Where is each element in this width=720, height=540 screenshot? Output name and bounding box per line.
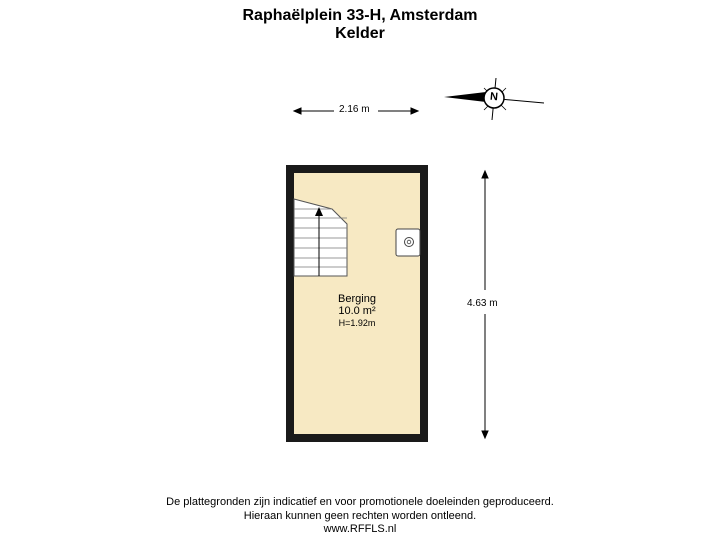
compass-rose-icon (444, 77, 545, 121)
floor-title: Kelder (335, 25, 385, 42)
height-label: 4.63 m (465, 298, 500, 309)
width-dimension-line (292, 107, 420, 115)
width-label: 2.16 m (337, 104, 372, 115)
room-ceiling-height: H=1.92m (338, 318, 376, 328)
disclaimer-line-1: De plattegronden zijn indicatief en voor… (166, 496, 554, 508)
wall-fixture-icon (395, 228, 421, 257)
website-link[interactable]: www.RFFLS.nl (323, 523, 397, 535)
staircase (293, 198, 348, 277)
room-name: Berging (338, 293, 376, 305)
room-area: 10.0 m² (338, 305, 376, 317)
compass-north-label: N (489, 90, 499, 104)
disclaimer-line-2: Hieraan kunnen geen rechten worden ontle… (243, 510, 477, 522)
height-dimension-line (481, 169, 489, 440)
address-title: Raphaëlplein 33-H, Amsterdam (242, 7, 478, 24)
